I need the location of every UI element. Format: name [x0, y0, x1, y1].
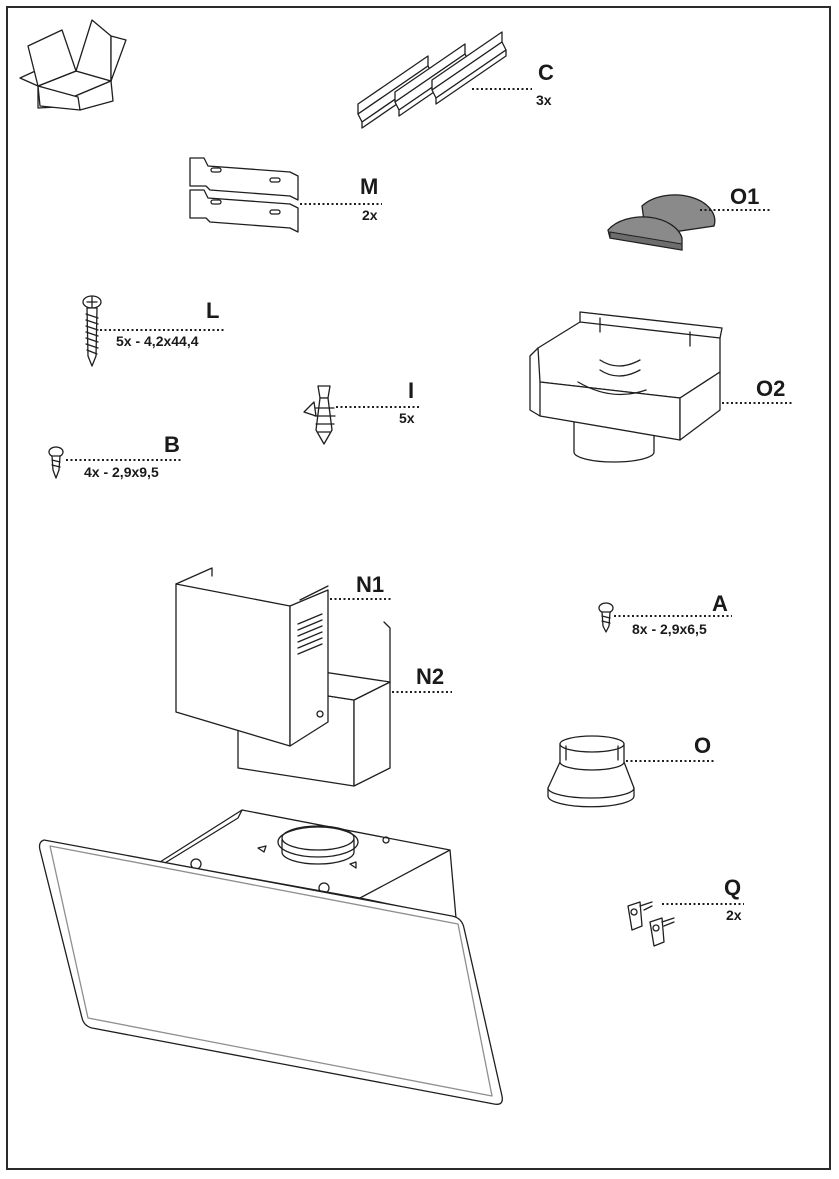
label-o1: O1: [730, 184, 760, 209]
part-i-illustration: [303, 385, 336, 445]
glass-panel-illustration: [38, 839, 503, 1105]
label-n1: N1: [356, 572, 385, 597]
label-n2: N2: [416, 664, 445, 689]
qty-c: 3x: [536, 92, 552, 108]
label-b: B: [164, 432, 180, 457]
diagram-frame: [6, 6, 831, 1170]
qty-i: 5x: [399, 410, 415, 426]
qty-m: 2x: [362, 207, 378, 223]
qty-b: 4x - 2,9x9,5: [84, 464, 159, 480]
open-box-icon: [19, 19, 127, 111]
label-a: A: [712, 591, 728, 616]
part-o1-illustration: [607, 194, 716, 251]
part-a-illustration: [598, 602, 614, 633]
part-l-illustration: [82, 295, 102, 367]
label-o: O: [694, 733, 712, 758]
part-o-illustration: [547, 735, 635, 808]
part-o2-illustration: [529, 311, 723, 463]
part-c-illustration: [357, 31, 507, 129]
part-m-illustration: [189, 157, 299, 233]
part-q-illustration: [627, 901, 675, 947]
qty-q: 2x: [726, 907, 742, 923]
label-q: Q: [724, 875, 742, 900]
label-m: M: [360, 174, 379, 199]
label-c: C: [538, 60, 554, 85]
label-o2: O2: [756, 376, 786, 401]
hood-body-illustration: [159, 809, 457, 919]
label-l: L: [206, 298, 220, 323]
label-i: I: [408, 378, 415, 403]
qty-a: 8x - 2,9x6,5: [632, 621, 707, 637]
part-n1-illustration: [175, 567, 329, 747]
part-b-illustration: [48, 446, 64, 479]
qty-l: 5x - 4,2x44,4: [116, 333, 199, 349]
